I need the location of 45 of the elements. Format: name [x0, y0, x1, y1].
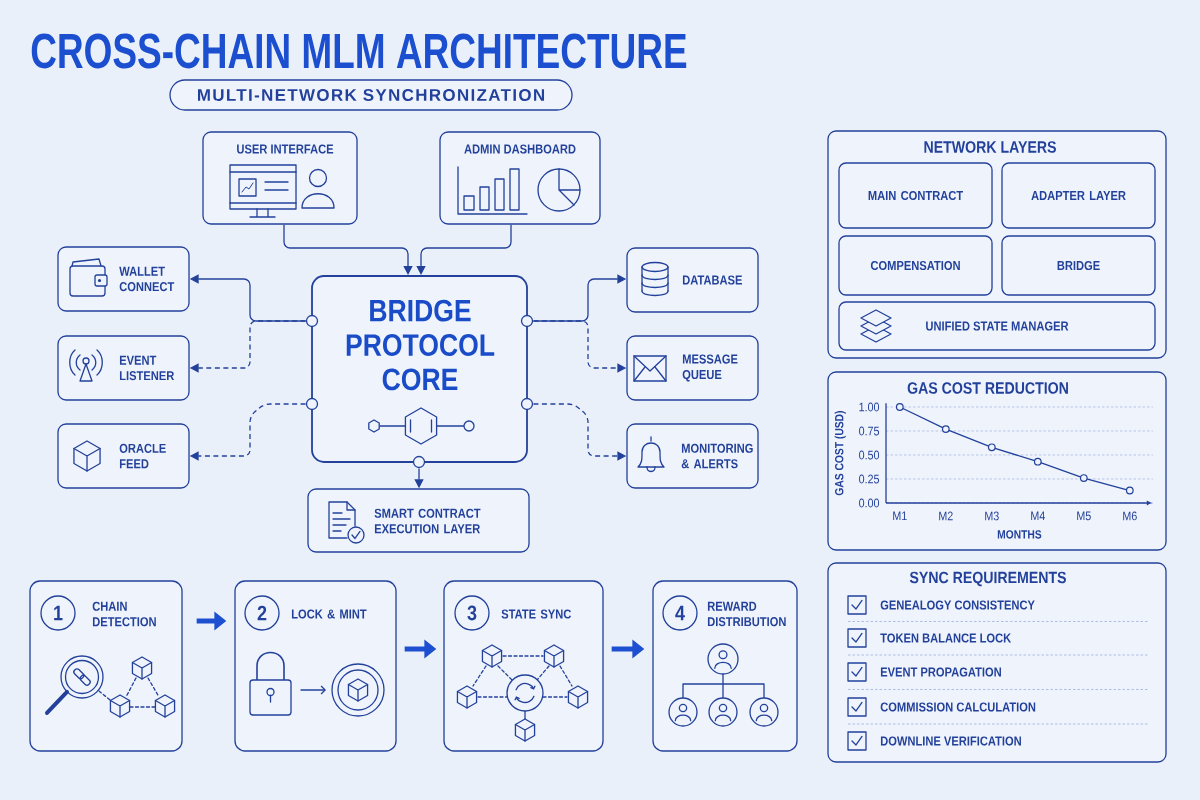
- component-box: ORACLE FEED: [57, 423, 190, 489]
- layer-box: ADAPTER LAYER: [1001, 162, 1156, 229]
- step-number: 2: [244, 595, 280, 631]
- x-tick-label: M6: [1123, 511, 1137, 521]
- component-box: MONITORING & ALERTS: [626, 423, 759, 489]
- component-box: DATABASE: [626, 247, 759, 313]
- x-tick-label: M1: [893, 511, 907, 521]
- layer-box: BRIDGE: [1001, 235, 1156, 296]
- step-number: 4: [662, 595, 698, 631]
- component-box: MESSAGE QUEUE: [626, 335, 759, 401]
- y-tick-label: 0.50: [859, 450, 880, 460]
- component-box: SMART CONTRACT EXECUTION LAYER: [307, 488, 530, 553]
- step-number: 3: [454, 595, 490, 631]
- x-tick-label: M2: [939, 511, 953, 521]
- point: [1033, 457, 1042, 466]
- list-item: EVENT PROPAGATION: [880, 667, 1001, 677]
- title: CROSS-CHAIN MLM ARCHITECTURE: [31, 33, 687, 69]
- core-box: BRIDGE PROTOCOL CORE: [311, 275, 528, 463]
- point: [941, 425, 950, 433]
- x-tick-label: M3: [985, 511, 999, 521]
- component-box: USER INTERFACE: [202, 131, 358, 225]
- subtitle-pill: MULTI-NETWORK SYNCHRONIZATION: [169, 79, 573, 111]
- y-tick-label: 0.00: [859, 498, 880, 508]
- list-item: GENEALOGY CONSISTENCY: [880, 600, 1035, 610]
- point: [895, 403, 904, 411]
- y-tick-label: 1.00: [859, 402, 880, 412]
- component-box: WALLET CONNECT: [57, 246, 190, 312]
- layer-box: MAIN CONTRACT: [838, 162, 993, 229]
- x-tick-label: M5: [1077, 511, 1091, 521]
- y-axis-title: GAS COST (USD): [834, 411, 846, 496]
- x-tick-label: M4: [1031, 511, 1045, 521]
- point: [1079, 474, 1088, 482]
- step-number: 1: [40, 595, 76, 631]
- y-tick-label: 0.25: [859, 474, 880, 484]
- list-item: TOKEN BALANCE LOCK: [880, 633, 1012, 643]
- x-axis-title: MONTHS: [997, 530, 1042, 539]
- list-item: DOWNLINE VERIFICATION: [880, 736, 1021, 746]
- layer-box: UNIFIED STATE MANAGER: [838, 301, 1156, 351]
- list-item: COMMISSION CALCULATION: [880, 702, 1036, 712]
- layer-box: COMPENSATION: [838, 235, 993, 296]
- component-box: EVENT LISTENER: [57, 335, 190, 401]
- component-box: ADMIN DASHBOARD: [439, 131, 601, 225]
- point: [987, 443, 996, 452]
- point: [1125, 486, 1134, 495]
- y-tick-label: 0.75: [859, 426, 880, 436]
